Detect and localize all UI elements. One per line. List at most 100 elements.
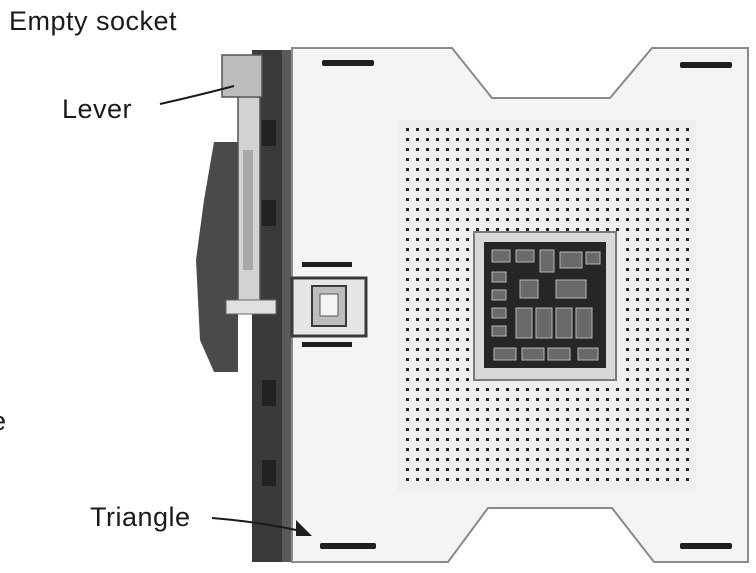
pin-dot	[676, 278, 679, 281]
pin-dot	[646, 338, 649, 341]
pin-dot	[676, 358, 679, 361]
pin-dot	[446, 338, 449, 341]
pin-dot	[626, 188, 629, 191]
pin-dot	[676, 368, 679, 371]
pin-dot	[626, 398, 629, 401]
pin-dot	[466, 408, 469, 411]
pin-dot	[586, 448, 589, 451]
pin-dot	[546, 208, 549, 211]
pin-dot	[506, 408, 509, 411]
pin-dot	[656, 378, 659, 381]
pin-dot	[416, 388, 419, 391]
pin-dot	[576, 428, 579, 431]
pin-dot	[476, 128, 479, 131]
pin-dot	[506, 438, 509, 441]
pin-dot	[546, 408, 549, 411]
pin-dot	[456, 148, 459, 151]
pin-dot	[656, 298, 659, 301]
pin-dot	[436, 338, 439, 341]
pin-dot	[436, 308, 439, 311]
pin-dot	[456, 168, 459, 171]
pin-dot	[686, 408, 689, 411]
pin-dot	[666, 238, 669, 241]
pin-dot	[666, 218, 669, 221]
pin-dot	[426, 388, 429, 391]
pin-dot	[426, 238, 429, 241]
pin-dot	[536, 138, 539, 141]
pin-dot	[666, 438, 669, 441]
pin-dot	[526, 188, 529, 191]
pin-dot	[476, 448, 479, 451]
pin-dot	[516, 468, 519, 471]
pin-dot	[406, 178, 409, 181]
pin-dot	[576, 468, 579, 471]
pin-dot	[496, 228, 499, 231]
pin-dot	[626, 228, 629, 231]
pin-dot	[646, 328, 649, 331]
lever-hook	[225, 299, 277, 315]
pin-dot	[666, 318, 669, 321]
pin-dot	[536, 398, 539, 401]
pin-dot	[626, 278, 629, 281]
pin-dot	[406, 348, 409, 351]
pin-dot	[616, 148, 619, 151]
pin-dot	[636, 478, 639, 481]
pin-dot	[446, 208, 449, 211]
pin-dot	[586, 158, 589, 161]
pin-dot	[566, 148, 569, 151]
pin-dot	[656, 368, 659, 371]
pin-dot	[596, 398, 599, 401]
pin-dot	[526, 138, 529, 141]
pin-dot	[426, 128, 429, 131]
pin-dot	[636, 148, 639, 151]
pin-dot	[536, 198, 539, 201]
pin-dot	[566, 458, 569, 461]
pin-dot	[646, 298, 649, 301]
pin-dot	[616, 128, 619, 131]
pin-dot	[616, 478, 619, 481]
lever-rail-shadow	[282, 50, 292, 562]
pin-dot	[446, 188, 449, 191]
pin-dot	[626, 478, 629, 481]
pin-dot	[476, 218, 479, 221]
pin-dot	[456, 188, 459, 191]
pin-dot	[446, 378, 449, 381]
pin-dot	[486, 418, 489, 421]
pin-dot	[666, 398, 669, 401]
cavity-component	[519, 279, 539, 299]
pin-dot	[566, 188, 569, 191]
pin-dot	[646, 148, 649, 151]
pin-dot	[586, 388, 589, 391]
pin-dot	[466, 358, 469, 361]
pin-dot	[586, 138, 589, 141]
pin-dot	[596, 218, 599, 221]
pin-dot	[456, 358, 459, 361]
pin-dot	[466, 328, 469, 331]
pin-dot	[626, 338, 629, 341]
pin-dot	[526, 418, 529, 421]
pin-dot	[676, 148, 679, 151]
pin-dot	[566, 218, 569, 221]
pin-dot	[626, 288, 629, 291]
pin-dot	[426, 198, 429, 201]
pin-dot	[536, 208, 539, 211]
pin-dot	[676, 238, 679, 241]
pin-dot	[546, 418, 549, 421]
pin-dot	[456, 458, 459, 461]
pin-dot	[686, 238, 689, 241]
lever-tip[interactable]	[221, 54, 263, 98]
pin-dot	[426, 268, 429, 271]
pin-dot	[656, 238, 659, 241]
pin-dot	[466, 308, 469, 311]
pin-dot	[606, 418, 609, 421]
pin-dot	[626, 148, 629, 151]
pin-dot	[516, 138, 519, 141]
pin-dot	[466, 418, 469, 421]
pin-dot	[626, 158, 629, 161]
pin-dot	[446, 138, 449, 141]
pin-dot	[416, 428, 419, 431]
pin-dot	[486, 148, 489, 151]
pin-dot	[626, 208, 629, 211]
cropped-edge-text: e	[0, 408, 7, 435]
pin-dot	[596, 478, 599, 481]
